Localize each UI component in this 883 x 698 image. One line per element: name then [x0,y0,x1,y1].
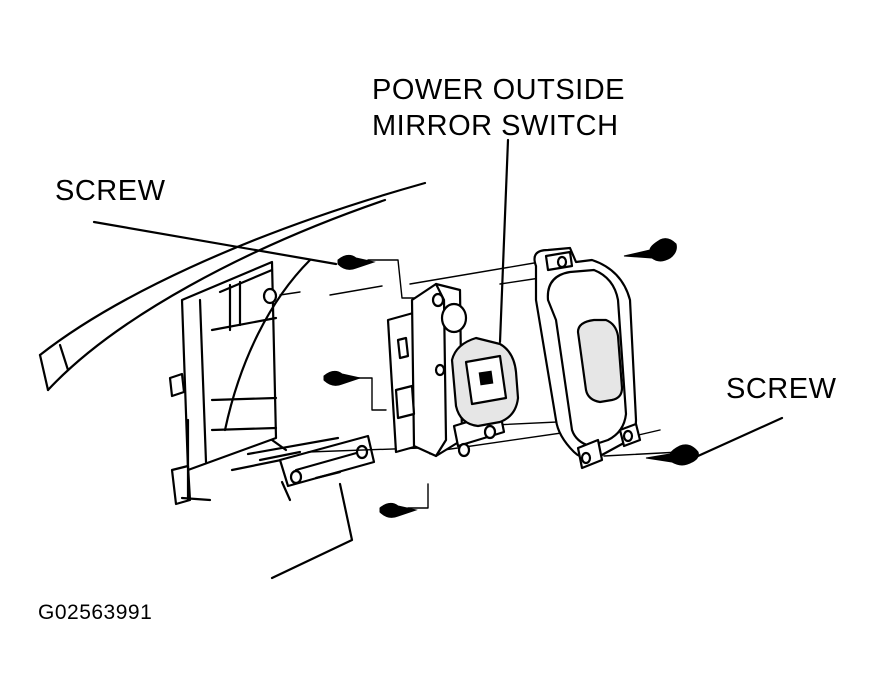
leader-lines [92,138,784,458]
switch-holder [386,282,506,458]
screw-top-right [623,238,677,262]
screw-label-left: SCREW [55,175,166,207]
bezel-panel [533,246,642,470]
dashboard-contour [38,181,427,392]
switch-label-line1: POWER OUTSIDE [372,74,626,106]
screw-label-right: SCREW [726,373,837,405]
mirror-switch [450,336,520,428]
lower-bracket [270,434,376,580]
screw-bottom-left [379,502,418,518]
switch-label: POWER OUTSIDE MIRROR SWITCH [372,72,625,144]
leader-screw-right [696,416,784,458]
switch-label-line2: MIRROR SWITCH [372,110,619,142]
figure-code: G02563991 [38,601,153,624]
mounting-bracket [168,258,362,506]
leader-screw-left [92,220,338,266]
screw-top-left [337,254,376,270]
screw-bottom-right [645,444,699,466]
leader-switch [498,138,510,344]
screw-mid-left [323,370,362,386]
